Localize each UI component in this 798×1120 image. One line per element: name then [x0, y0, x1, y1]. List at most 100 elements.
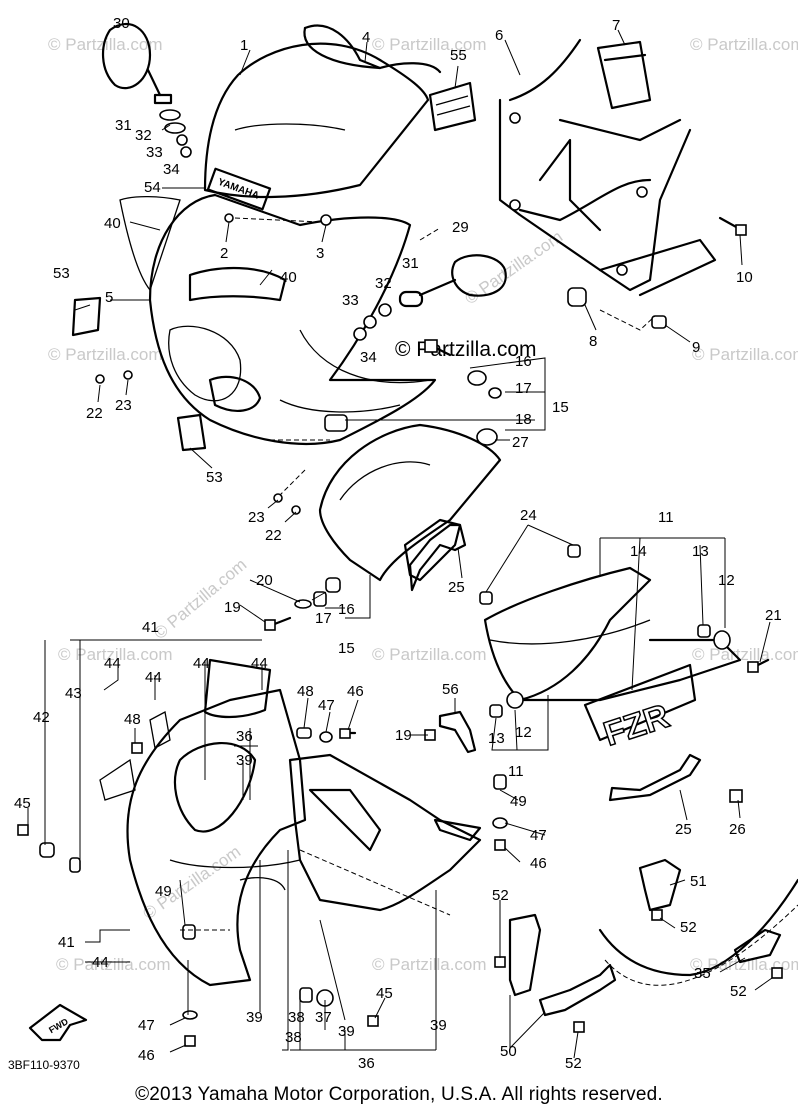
callout-42: 42 [33, 709, 50, 726]
callout-6: 6 [495, 27, 503, 44]
callout-52b: 52 [680, 919, 697, 936]
callout-52d: 52 [565, 1055, 582, 1072]
screw [17, 824, 29, 836]
callout-15: 15 [552, 399, 569, 416]
callout-39b: 39 [246, 1009, 263, 1026]
collar [131, 742, 143, 754]
callout-55: 55 [450, 47, 467, 64]
callout-32: 32 [135, 127, 152, 144]
callout-13b: 13 [488, 730, 505, 747]
callout-31b: 31 [402, 255, 419, 272]
screw [367, 1015, 379, 1027]
callout-22: 22 [86, 405, 103, 422]
callout-44b: 44 [193, 655, 210, 672]
grommet [506, 691, 524, 709]
collar [697, 624, 711, 638]
callout-38b: 38 [285, 1029, 302, 1046]
watermark: © Partzilla.com [690, 955, 798, 974]
callout-34b: 34 [360, 349, 377, 366]
guide-lines [180, 217, 656, 931]
callout-48: 48 [297, 683, 314, 700]
callout-56: 56 [442, 681, 459, 698]
callout-2: 2 [220, 245, 228, 262]
forward-arrow: FWD [28, 1003, 88, 1042]
callout-24: 24 [520, 507, 537, 524]
cowling-stay [498, 38, 717, 297]
callout-46c: 46 [138, 1047, 155, 1064]
grommet [493, 774, 507, 790]
bracket-50 [508, 913, 542, 997]
bracket-25 [608, 753, 702, 802]
callout-52c: 52 [730, 983, 747, 1000]
leader-lines [27, 29, 773, 1059]
washer [164, 122, 186, 134]
callout-19b: 19 [395, 727, 412, 744]
side-panel-53 [71, 296, 102, 337]
bolt [729, 789, 743, 803]
collar [488, 387, 502, 399]
callout-31: 31 [115, 117, 132, 134]
bracket-51 [638, 858, 682, 912]
side-panel-53 [176, 413, 207, 452]
callout-38: 38 [288, 1009, 305, 1026]
watermark: © Partzilla.com [372, 955, 487, 974]
bracket-25 [408, 523, 467, 592]
callout-51: 51 [690, 873, 707, 890]
callout-49: 49 [510, 793, 527, 810]
callout-17b: 17 [315, 610, 332, 627]
nut [273, 493, 283, 503]
grommet [325, 577, 341, 593]
watermark: © Partzilla.com [692, 645, 798, 664]
callout-47: 47 [318, 697, 335, 714]
callout-32b: 32 [375, 275, 392, 292]
watermark: © Partzilla.com [692, 345, 798, 364]
callout-34: 34 [163, 161, 180, 178]
callout-29: 29 [452, 219, 469, 236]
callout-11: 11 [658, 509, 674, 526]
callout-25: 25 [448, 579, 465, 596]
callout-12b: 12 [515, 724, 532, 741]
callout-33: 33 [146, 144, 163, 161]
screw [264, 619, 276, 631]
callout-16: 16 [515, 353, 532, 370]
grommet [39, 842, 55, 858]
grommet [467, 370, 487, 386]
callout-8: 8 [589, 333, 597, 350]
callout-33b: 33 [342, 292, 359, 309]
screw [494, 956, 506, 968]
grommet [479, 591, 493, 605]
callout-15b: 15 [338, 640, 355, 657]
screw [291, 505, 301, 515]
callout-46b: 46 [530, 855, 547, 872]
callout-48b: 48 [124, 711, 141, 728]
nut [180, 146, 192, 158]
callout-44d: 44 [145, 669, 162, 686]
callout-43: 43 [65, 685, 82, 702]
mirror-left [101, 23, 173, 105]
callout-26: 26 [729, 821, 746, 838]
windscreen [203, 24, 442, 199]
collar [319, 731, 333, 743]
watermark: © Partzilla.com [372, 35, 487, 54]
callout-3: 3 [316, 245, 324, 262]
callout-35: 35 [694, 965, 711, 982]
screw [651, 909, 663, 921]
callout-47b: 47 [530, 827, 547, 844]
watermark: © Partzilla.com [56, 955, 171, 974]
callout-4: 4 [362, 29, 370, 46]
watermark: © Partzilla.com [372, 645, 487, 664]
screw [184, 1035, 196, 1047]
callout-39d: 39 [338, 1023, 355, 1040]
collar [651, 315, 667, 329]
callout-7: 7 [612, 17, 620, 34]
screw [494, 839, 506, 851]
callout-37: 37 [315, 1009, 332, 1026]
nut [320, 214, 332, 226]
frame-outline [598, 878, 798, 977]
screw [573, 1021, 585, 1033]
collar [69, 857, 81, 873]
bolt [718, 216, 747, 236]
bracket-35 [733, 928, 782, 964]
callout-41: 41 [142, 619, 159, 636]
screw [224, 213, 234, 223]
